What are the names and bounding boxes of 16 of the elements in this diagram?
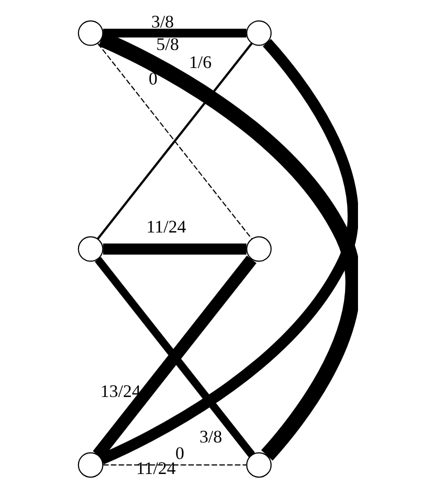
node-circle (246, 452, 272, 478)
edge-label: 5/8 (156, 34, 178, 54)
edge-label: 3/8 (198, 426, 222, 447)
edge-label: 1/6 (188, 52, 212, 72)
node-circle (246, 236, 272, 262)
edge-label: 0 (174, 443, 184, 464)
connector (102, 464, 246, 466)
node-circle (246, 20, 272, 46)
node-circle (77, 452, 103, 478)
edge-label: 11/24 (146, 216, 186, 237)
node-circle (77, 20, 103, 46)
connector (102, 28, 246, 38)
edge-label: 0 (148, 68, 157, 89)
edge-label: 3/8 (150, 11, 174, 32)
node-circle (77, 236, 103, 262)
connector (102, 244, 246, 255)
